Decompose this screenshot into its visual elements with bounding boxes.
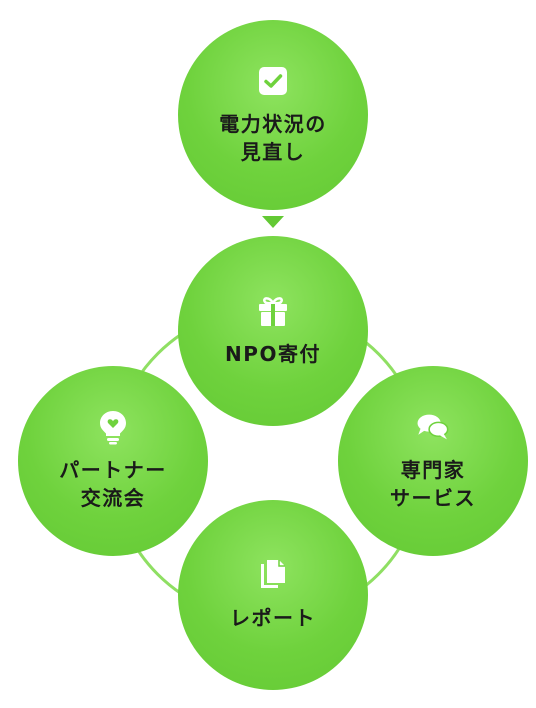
node-partner-meetup: パートナー 交流会	[18, 366, 208, 556]
node-expert-service-label: 専門家 サービス	[390, 458, 476, 510]
node-partner-meetup-label: パートナー 交流会	[59, 458, 167, 510]
arrow-down-icon	[262, 216, 284, 228]
node-npo-donation-label: NPO寄付	[225, 342, 321, 366]
lightbulb-heart-icon	[96, 410, 130, 445]
node-report: レポート	[178, 500, 368, 690]
node-npo-donation: NPO寄付	[178, 236, 368, 426]
node-report-label: レポート	[230, 606, 316, 630]
documents-icon	[256, 558, 290, 592]
node-power-review-label: 電力状況の 見直し	[219, 112, 327, 164]
gift-icon	[256, 294, 290, 328]
checkbox-icon	[256, 64, 290, 98]
chat-bubbles-icon	[416, 410, 450, 444]
node-power-review: 電力状況の 見直し	[178, 20, 368, 210]
node-expert-service: 専門家 サービス	[338, 366, 528, 556]
